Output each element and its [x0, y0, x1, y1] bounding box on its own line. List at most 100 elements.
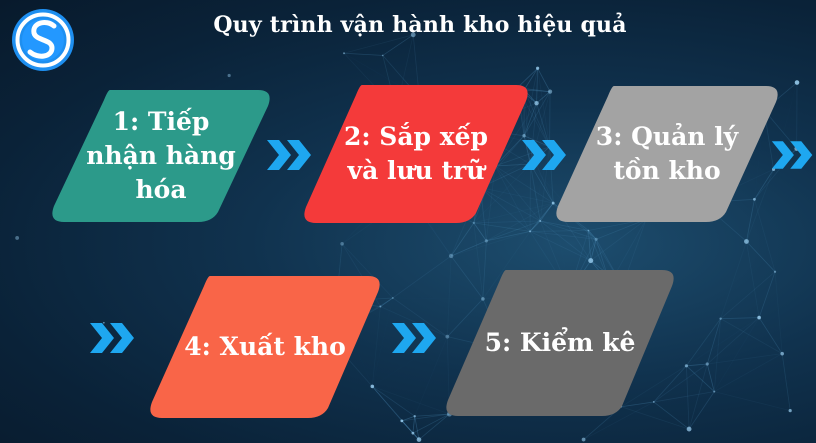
network-line	[774, 271, 783, 354]
network-node	[481, 297, 485, 301]
network-line	[720, 271, 776, 319]
network-line	[450, 255, 484, 300]
step-shape	[52, 90, 270, 222]
network-line	[536, 103, 550, 147]
network-line	[473, 222, 484, 299]
network-node	[484, 239, 488, 243]
network-node	[445, 334, 450, 339]
network-line	[371, 306, 381, 387]
step-label: 5: Kiểm kê	[484, 328, 636, 358]
network-node	[652, 401, 655, 403]
network-line	[549, 146, 554, 204]
network-line	[412, 413, 450, 434]
network-node	[686, 426, 692, 432]
network-line	[686, 365, 715, 392]
step-label: 1: Tiếp nhận hàng hóa	[86, 107, 236, 204]
network-line	[523, 135, 550, 148]
network-line	[539, 146, 550, 222]
network-node	[753, 197, 756, 201]
network-node	[705, 362, 709, 366]
network-line	[714, 318, 759, 392]
network-line	[418, 413, 450, 440]
step-label: 2: Sắp xếp và lưu trữ	[343, 122, 489, 185]
network-node	[15, 236, 20, 240]
network-line	[450, 240, 487, 257]
network-node	[529, 230, 532, 233]
network-line	[530, 103, 537, 165]
step-label: 4: Xuất kho	[184, 332, 346, 362]
step-shape	[556, 86, 778, 222]
network-line	[341, 243, 394, 299]
double-chevron-right-icon	[522, 140, 566, 170]
network-node	[684, 364, 689, 368]
network-line	[494, 102, 537, 167]
network-line	[539, 220, 591, 261]
network-line	[754, 169, 774, 200]
network-line	[714, 391, 791, 411]
network-line	[537, 68, 550, 147]
network-line	[343, 34, 414, 54]
step-3-inventory: 3: Quản lý tồn kho	[552, 84, 782, 224]
step-label: 3: Quản lý tồn kho	[595, 122, 739, 185]
network-line	[686, 363, 708, 367]
page-title: Quy trình vận hành kho hiệu quả	[213, 12, 627, 38]
network-line	[539, 202, 554, 222]
network-line	[530, 163, 554, 204]
network-line	[523, 91, 551, 136]
network-line	[536, 68, 539, 104]
network-line	[621, 401, 654, 408]
network-line	[473, 222, 487, 242]
network-line	[392, 255, 452, 299]
network-line	[524, 89, 551, 92]
network-line	[473, 163, 531, 224]
network-line	[451, 231, 531, 257]
network-line	[523, 102, 537, 136]
network-node	[342, 52, 345, 55]
network-line	[781, 353, 791, 411]
network-line	[714, 353, 783, 392]
network-node	[547, 89, 553, 94]
network-line	[372, 386, 403, 422]
network-line	[621, 365, 687, 408]
network-line	[590, 239, 597, 261]
network-line	[446, 255, 452, 337]
network-line	[653, 391, 715, 403]
network-node	[536, 66, 540, 70]
network-line	[758, 271, 776, 318]
network-line	[447, 298, 484, 337]
parallelogram-shape	[150, 276, 380, 418]
network-node	[411, 431, 415, 435]
network-line	[494, 165, 531, 232]
network-node	[788, 408, 792, 413]
network-line	[494, 165, 541, 222]
network-line	[412, 416, 416, 434]
network-line	[746, 169, 774, 242]
network-line	[720, 241, 747, 319]
network-node	[713, 390, 716, 393]
network-line	[621, 406, 690, 430]
network-line	[529, 220, 541, 232]
network-line	[720, 318, 783, 355]
network-line	[372, 386, 450, 415]
network-node	[588, 258, 594, 264]
network-node	[594, 237, 598, 241]
network-line	[529, 231, 591, 261]
network-line	[530, 230, 589, 232]
network-node	[534, 100, 539, 106]
network-line	[746, 199, 755, 242]
network-line	[746, 241, 760, 318]
network-node	[472, 221, 475, 224]
network-line	[480, 187, 531, 232]
network-line	[707, 353, 783, 365]
network-line	[653, 401, 690, 430]
network-node	[391, 297, 394, 299]
network-node	[794, 80, 800, 85]
network-line	[414, 413, 450, 417]
network-line	[401, 420, 420, 440]
network-line	[450, 222, 475, 257]
double-chevron-right-icon	[771, 141, 813, 169]
network-node	[381, 54, 384, 57]
network-line	[688, 363, 708, 430]
network-line	[486, 202, 554, 242]
step-shape	[446, 270, 674, 416]
